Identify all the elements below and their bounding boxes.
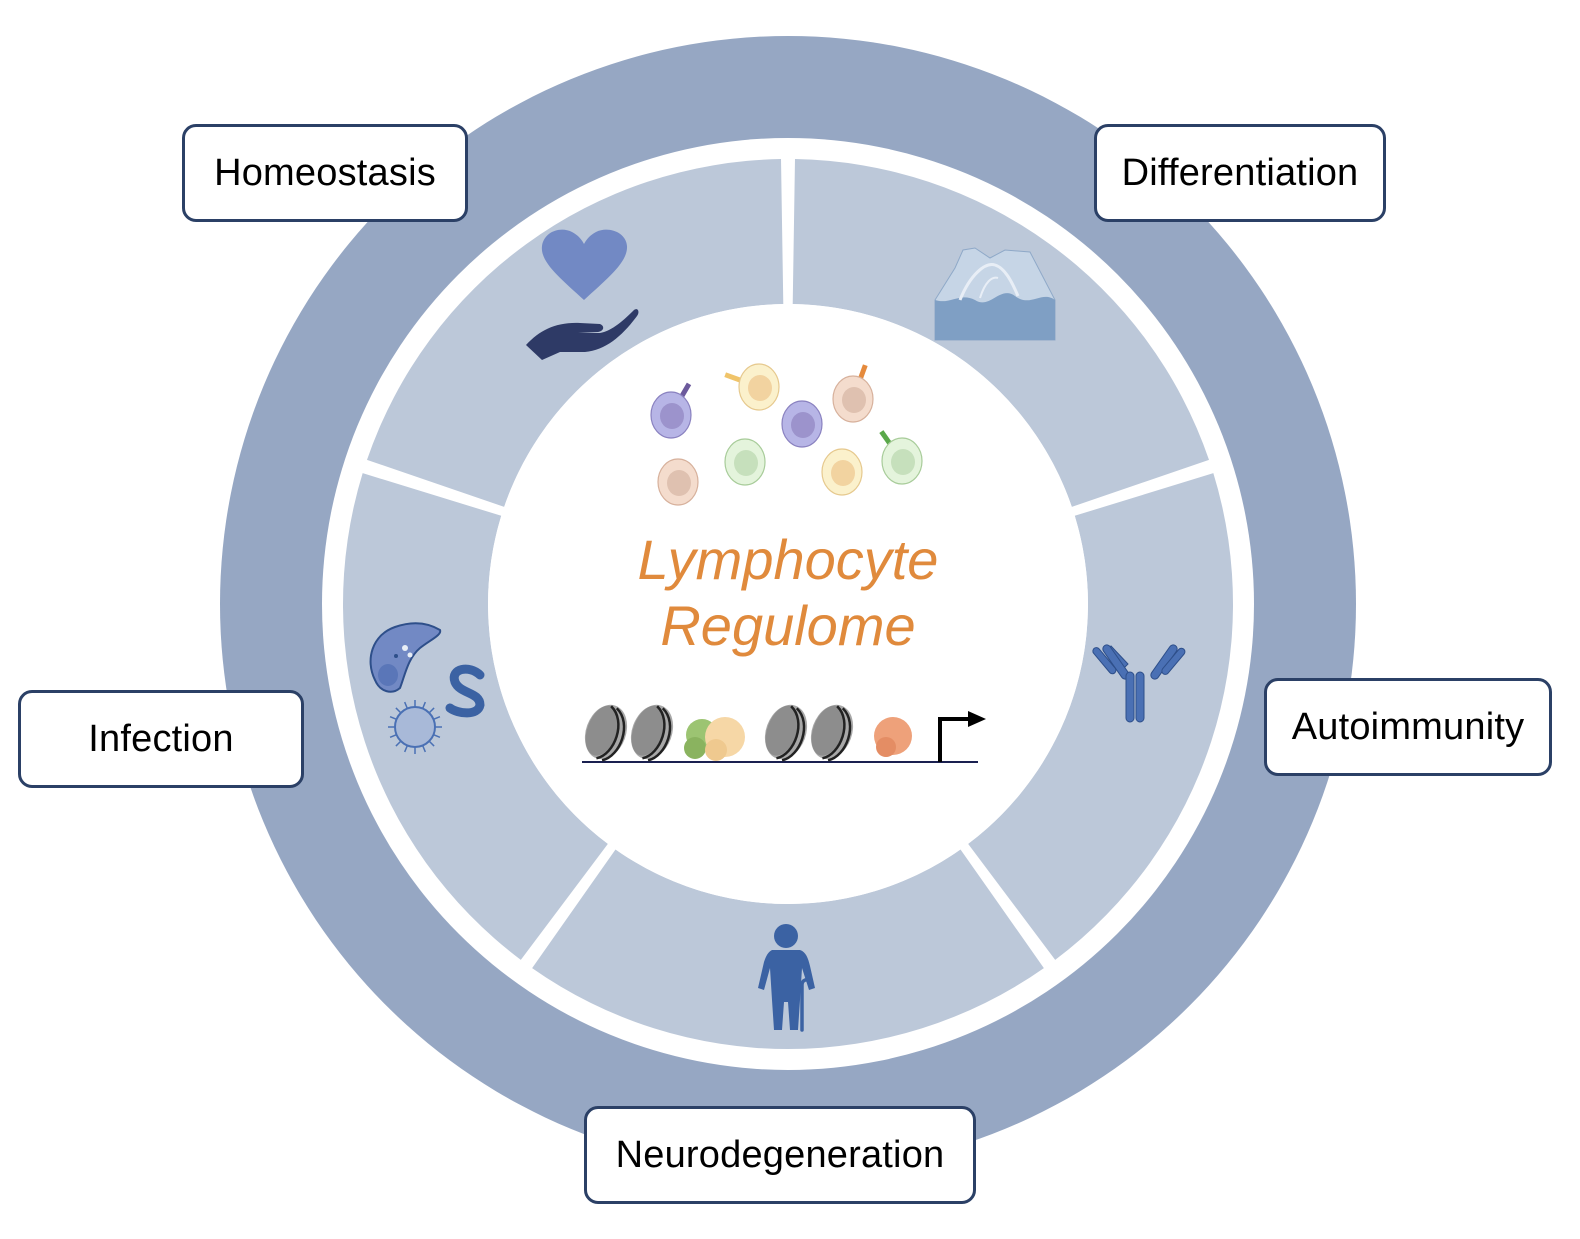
nucleosome <box>810 704 854 762</box>
virus-spike <box>395 740 402 747</box>
lymphocyte-cell <box>832 364 874 423</box>
cell-nucleus <box>842 387 866 413</box>
label-homeostasis: Homeostasis <box>182 124 468 222</box>
chromatin-nucleosome-transcription-icon <box>582 704 986 763</box>
virus-spike <box>421 701 427 709</box>
cell-nucleus <box>748 375 772 401</box>
lymphocyte-cell <box>879 430 923 485</box>
virus-spike <box>389 733 397 739</box>
cell-nucleus <box>831 460 855 486</box>
cell-nucleus <box>667 470 691 496</box>
lymphocyte-cell <box>657 458 699 506</box>
cell-nucleus <box>734 450 758 476</box>
virus-spike <box>403 701 409 709</box>
heart-in-hand-icon <box>526 229 639 360</box>
virus-spike <box>428 740 435 747</box>
center-title-line1: Lymphocyte <box>637 528 939 591</box>
virus-spike <box>428 707 435 714</box>
lymphocyte-cell <box>821 448 863 496</box>
segment-autoimmunity <box>968 473 1233 960</box>
virus-spike <box>389 715 397 721</box>
segment-infection <box>343 473 608 960</box>
nucleosome <box>584 704 628 762</box>
virus-spike <box>403 745 409 753</box>
cell-nucleus <box>791 412 815 438</box>
lymphocyte-cell <box>724 363 780 411</box>
center-title-line2: Regulome <box>660 594 916 657</box>
label-differentiation: Differentiation <box>1094 124 1386 222</box>
cell-nucleus <box>891 449 915 475</box>
segment-ring <box>343 159 1233 1049</box>
nucleosome <box>630 704 674 762</box>
receptor <box>724 372 742 383</box>
elderly-person-with-cane-icon <box>758 924 815 1032</box>
cell-nucleus <box>660 403 684 429</box>
lymphocyte-cell <box>650 382 692 439</box>
virus-spike <box>395 707 402 714</box>
lymphocyte-cell <box>781 400 823 448</box>
tss-arrow-head <box>968 711 986 727</box>
label-infection: Infection <box>18 690 304 788</box>
segment-neurodegeneration <box>532 849 1044 1049</box>
transcription-factor-beige <box>705 717 745 761</box>
antibody-icon <box>1092 644 1186 723</box>
label-neurodegeneration: Neurodegeneration <box>584 1106 976 1204</box>
receptor <box>879 430 893 447</box>
lymphocyte-cell <box>724 438 766 486</box>
nucleosome <box>764 704 808 762</box>
virus-spike <box>433 733 441 739</box>
transcription-factor-orange <box>874 717 912 757</box>
virus-spike <box>433 715 441 721</box>
lymphocyte-cells-icon <box>650 363 923 506</box>
label-autoimmunity: Autoimmunity <box>1264 678 1552 776</box>
tss-arrow-icon <box>938 717 970 762</box>
virus-spike <box>421 745 427 753</box>
pathogens-icon <box>369 622 485 754</box>
epigenetic-landscape-icon <box>934 247 1056 341</box>
